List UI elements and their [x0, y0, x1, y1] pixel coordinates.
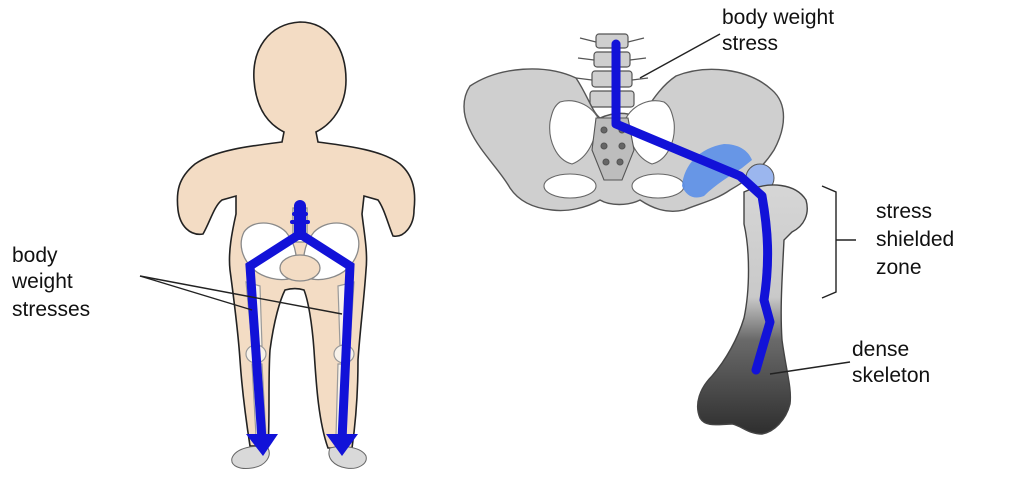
dense-label: dense skeleton — [770, 338, 930, 387]
pelvis-femur — [464, 34, 807, 434]
top-label: body weight stress — [640, 6, 834, 78]
zone-label-line1: stress — [876, 200, 932, 223]
zone-label-line2: shielded — [876, 228, 954, 251]
top-label-line2: stress — [722, 32, 778, 55]
zone-label-line3: zone — [876, 256, 922, 279]
femur-bone — [698, 185, 808, 434]
dense-label-line1: dense — [852, 338, 909, 361]
left-label-line3: stresses — [12, 298, 90, 321]
dense-label-line2: skeleton — [852, 364, 930, 387]
left-label-line2: weight — [11, 270, 73, 293]
left-label-line1: body — [12, 244, 58, 267]
human-figure — [177, 22, 414, 469]
top-label-line1: body weight — [722, 6, 834, 29]
zone-label: stress shielded zone — [822, 186, 954, 298]
zone-bracket — [822, 186, 836, 298]
body-stress-arrowheads — [246, 434, 358, 456]
